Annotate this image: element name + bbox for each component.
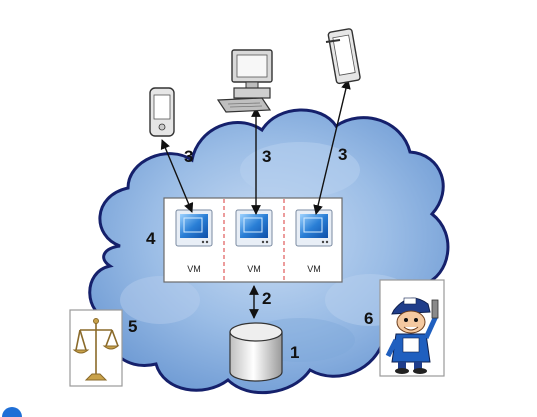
monitor-window-icon	[295, 209, 333, 247]
vm-unit: VM	[235, 209, 273, 274]
label-database: 1	[290, 343, 299, 362]
label-hypervisor-link: 2	[262, 289, 271, 308]
label-legal: 5	[128, 317, 137, 336]
technician-mascot-icon	[379, 279, 445, 377]
client-link-arrow	[313, 79, 351, 215]
desktop-computer-icon	[216, 49, 273, 113]
vm-host-panel: VM VM VM	[163, 197, 343, 283]
label-client-link-right: 3	[338, 145, 347, 164]
label-support: 6	[364, 309, 373, 328]
label-client-link-center: 3	[262, 147, 271, 166]
corner-dot	[2, 407, 22, 417]
label-client-link-left: 3	[184, 147, 193, 166]
tablet-device-icon	[325, 28, 361, 85]
monitor-window-icon	[175, 209, 213, 247]
client-link-arrow	[160, 139, 194, 213]
vm-label: VM	[307, 264, 321, 274]
label-vm-host: 4	[146, 229, 156, 248]
vm-unit: VM	[295, 209, 333, 274]
database-cylinder-icon	[229, 322, 283, 382]
handheld-device-icon	[149, 87, 175, 137]
monitor-window-icon	[235, 209, 273, 247]
balance-scale-icon	[69, 309, 123, 387]
vm-label: VM	[187, 264, 201, 274]
vm-label: VM	[247, 264, 261, 274]
vm-unit: VM	[175, 209, 213, 274]
